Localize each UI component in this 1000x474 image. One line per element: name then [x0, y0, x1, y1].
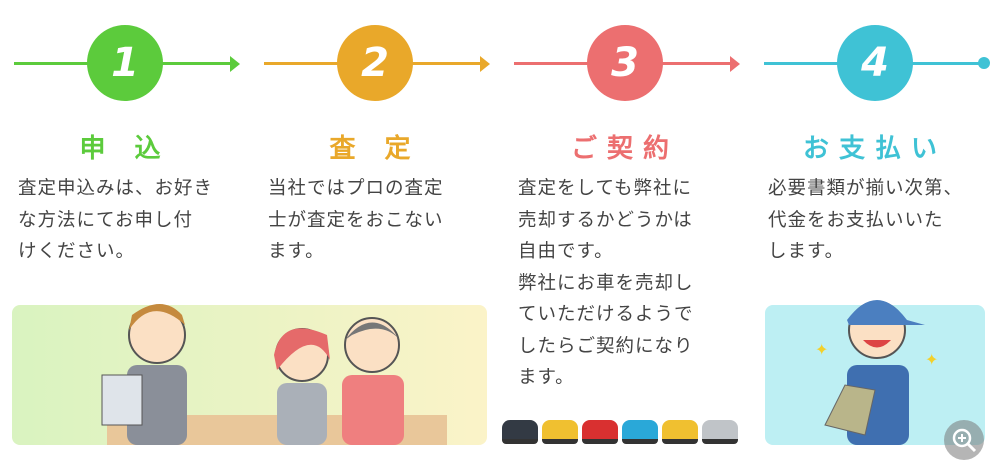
- step-number: 1: [87, 25, 163, 101]
- step-description: 査定申込みは、お好き な方法にてお申し付 けください。: [18, 173, 240, 268]
- arrow-right-icon: [230, 56, 240, 72]
- step-title: お支払い: [802, 134, 947, 164]
- step-title: 査 定: [329, 134, 421, 164]
- desc-line: 代金をお支払いいた: [768, 209, 944, 231]
- step-title: ご契約: [570, 134, 679, 164]
- desc-line: します。: [768, 241, 845, 262]
- desc-line: ます。: [268, 241, 325, 262]
- people-illustration: [101, 304, 447, 445]
- step-description: 当社ではプロの査定 士が査定をおこない ます。: [268, 173, 490, 268]
- car-icon: [582, 420, 618, 444]
- desc-line: 自由です。: [518, 241, 614, 262]
- payment-illustration: ✦ ✦: [765, 300, 985, 445]
- desc-line: 査定申込みは、お好き: [18, 178, 214, 199]
- step-description: 査定をしても弊社に 売却するかどうかは 自由です。 弊社にお車を売却し ていただ…: [518, 173, 740, 394]
- car-icon: [702, 420, 738, 444]
- step-number: 4: [837, 25, 913, 101]
- desc-line: ていただけるようで: [518, 304, 694, 325]
- step-2: 2 査 定 当社ではプロの査定 士が査定をおこない ます。: [262, 0, 502, 474]
- car-icon: [542, 420, 578, 444]
- arrow-right-icon: [730, 56, 740, 72]
- desc-line: 当社ではプロの査定: [268, 178, 444, 199]
- step-3: 3 ご契約 査定をしても弊社に 売却するかどうかは 自由です。 弊社にお車を売却…: [502, 0, 752, 474]
- step-4: 4 お支払い 必要書類が揃い次第、 代金をお支払いいた します。: [762, 0, 1000, 474]
- desc-line: 必要書類が揃い次第、: [768, 178, 964, 199]
- desc-line: 売却するかどうかは: [518, 209, 693, 231]
- desc-line: したらご契約になり: [518, 335, 694, 357]
- svg-text:✦: ✦: [815, 340, 828, 359]
- car-icon: [622, 420, 658, 444]
- zoom-in-icon[interactable]: [944, 420, 984, 460]
- step-1: 1 申 込 査定申込みは、お好き な方法にてお申し付 けください。: [12, 0, 252, 474]
- desc-line: 士が査定をおこない: [268, 209, 444, 231]
- step-number: 2: [337, 25, 413, 101]
- desc-line: けください。: [18, 241, 136, 262]
- desc-line: 弊社にお車を売却し: [518, 272, 694, 294]
- arrow-right-icon: [480, 56, 490, 72]
- step-number: 3: [587, 25, 663, 101]
- consultation-illustration: [12, 304, 487, 445]
- step-description: 必要書類が揃い次第、 代金をお支払いいた します。: [768, 173, 990, 268]
- cars-illustration: [502, 420, 747, 446]
- worker-with-money-illustration: ✦ ✦: [815, 300, 938, 445]
- step-title: 申 込: [79, 134, 171, 164]
- end-dot-icon: [978, 57, 990, 69]
- car-icon: [662, 420, 698, 444]
- desc-line: な方法にてお申し付: [18, 209, 193, 231]
- desc-line: ます。: [518, 367, 575, 388]
- svg-text:✦: ✦: [925, 350, 938, 369]
- car-icon: [502, 420, 538, 444]
- desc-line: 査定をしても弊社に: [518, 178, 693, 199]
